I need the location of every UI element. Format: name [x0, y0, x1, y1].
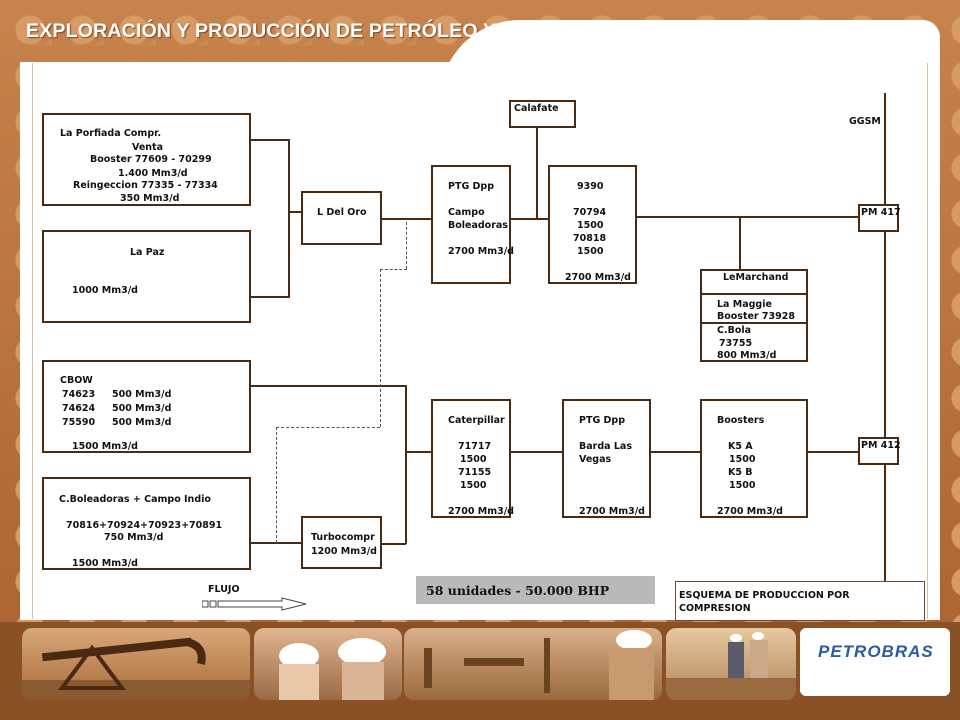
node-la-porfiada: La Porfiada Compr. Venta Booster 77609 -… [42, 113, 251, 206]
node-cbow: CBOW 74623 500 Mm3/d 74624 500 Mm3/d 755… [42, 360, 251, 453]
node-c-boleadoras: C.Boleadoras + Campo Indio 70816+70924+7… [42, 477, 251, 570]
node-text: 2700 Mm3/d [579, 506, 645, 517]
node-text: 73755 [719, 338, 753, 349]
node-ptg-boleadoras: PTG Dpp Campo Boleadoras 2700 Mm3/d [431, 165, 514, 284]
node-text: Booster 73928 [717, 311, 795, 322]
node-text: PTG Dpp [579, 415, 626, 426]
node-text: La Porfiada Compr. [60, 128, 162, 139]
node-pm-412: PM 412 [858, 437, 901, 465]
node-text: Barda Las [579, 441, 632, 452]
node-text: CBOW [60, 375, 93, 386]
node-text: La Maggie [717, 299, 772, 310]
scheme-caption: ESQUEMA DE PRODUCCION POR COMPRESION [675, 581, 925, 621]
node-la-paz: La Paz 1000 Mm3/d [42, 230, 251, 323]
node-text: 75590 [62, 417, 96, 428]
flow-arrow-icon [202, 597, 307, 611]
photo-crew [666, 628, 796, 700]
node-text: 1500 [577, 246, 604, 257]
page-title: EXPLORACIÓN Y PRODUCCIÓN DE PETRÓLEO Y G… [26, 20, 545, 42]
node-text: 1500 Mm3/d [72, 441, 138, 452]
node-text: 1.400 Mm3/d [118, 168, 188, 179]
node-text: 1200 Mm3/d [311, 546, 377, 557]
node-text: 1500 [577, 220, 604, 231]
node-text: 70818 [573, 233, 607, 244]
node-turbocompr: Turbocompr 1200 Mm3/d [301, 516, 382, 569]
node-text: Turbocompr [311, 532, 375, 543]
scheme-line: COMPRESION [679, 603, 751, 614]
node-9390: 9390 70794 1500 70818 1500 2700 Mm3/d [548, 165, 637, 284]
node-text: LeMarchand [723, 272, 789, 283]
node-text: 2700 Mm3/d [448, 506, 514, 517]
node-text: 1500 [460, 454, 487, 465]
node-boosters: Boosters K5 A 1500 K5 B 1500 2700 Mm3/d [700, 399, 808, 518]
node-text: 70816+70924+70923+70891 [66, 520, 223, 531]
scheme-line: ESQUEMA DE PRODUCCION POR [679, 590, 850, 601]
node-text: Boleadoras [448, 220, 508, 231]
photo-workers [254, 628, 402, 700]
node-text: 800 Mm3/d [717, 350, 777, 361]
node-text: Reingeccion 77335 - 77334 [73, 180, 218, 191]
node-text: 9390 [577, 181, 604, 192]
node-text: K5 A [728, 441, 753, 452]
node-text: PM 412 [861, 440, 901, 451]
node-text: 71717 [458, 441, 492, 452]
node-text: Calafate [514, 103, 559, 114]
node-text: 500 Mm3/d [112, 389, 172, 400]
node-lemarchand: LeMarchand La Maggie Booster 73928 C.Bol… [700, 269, 808, 362]
node-text: 2700 Mm3/d [448, 246, 514, 257]
flujo-label: FLUJO [208, 584, 240, 595]
node-text: Caterpillar [448, 415, 505, 426]
node-text: Boosters [717, 415, 765, 426]
node-text: 74623 [62, 389, 96, 400]
node-text: Booster 77609 - 70299 [90, 154, 212, 165]
petrobras-logo: PETROBRAS [818, 642, 934, 661]
node-text: Vegas [579, 454, 612, 465]
summary-banner: 58 unidades - 50.000 BHP [416, 576, 655, 604]
node-text: La Paz [130, 247, 165, 258]
node-text: 1500 Mm3/d [72, 558, 138, 569]
node-text: 1500 [729, 454, 756, 465]
node-text: 350 Mm3/d [120, 193, 180, 204]
node-caterpillar: Caterpillar 71717 1500 71155 1500 2700 M… [431, 399, 514, 518]
node-text: PM 417 [861, 207, 901, 218]
node-text: 71155 [458, 467, 492, 478]
node-l-del-oro: L Del Oro [301, 191, 382, 245]
node-text: 1500 [729, 480, 756, 491]
node-text: PTG Dpp [448, 181, 495, 192]
node-text: 500 Mm3/d [112, 403, 172, 414]
node-text: 1500 [460, 480, 487, 491]
node-text: Venta [132, 142, 163, 153]
node-text: Campo [448, 207, 485, 218]
node-text: C.Bola [717, 325, 752, 336]
node-text: 1000 Mm3/d [72, 285, 138, 296]
logo-panel [800, 628, 950, 696]
node-text: 70794 [573, 207, 607, 218]
node-text: 74624 [62, 403, 96, 414]
photo-pumpjack [22, 628, 250, 700]
diagram-frame [32, 63, 928, 619]
node-pm-417: PM 417 [858, 204, 901, 232]
node-text: 2700 Mm3/d [717, 506, 783, 517]
node-text: 500 Mm3/d [112, 417, 172, 428]
node-ggsm: GGSM [849, 116, 881, 127]
node-text: 750 Mm3/d [104, 532, 164, 543]
node-calafate: Calafate [509, 100, 576, 128]
node-text: L Del Oro [317, 207, 367, 218]
node-text: C.Boleadoras + Campo Indio [59, 494, 211, 505]
node-text: K5 B [728, 467, 753, 478]
node-text: 2700 Mm3/d [565, 272, 631, 283]
node-ptg-barda: PTG Dpp Barda Las Vegas 2700 Mm3/d [562, 399, 651, 518]
photo-plant [404, 628, 662, 700]
